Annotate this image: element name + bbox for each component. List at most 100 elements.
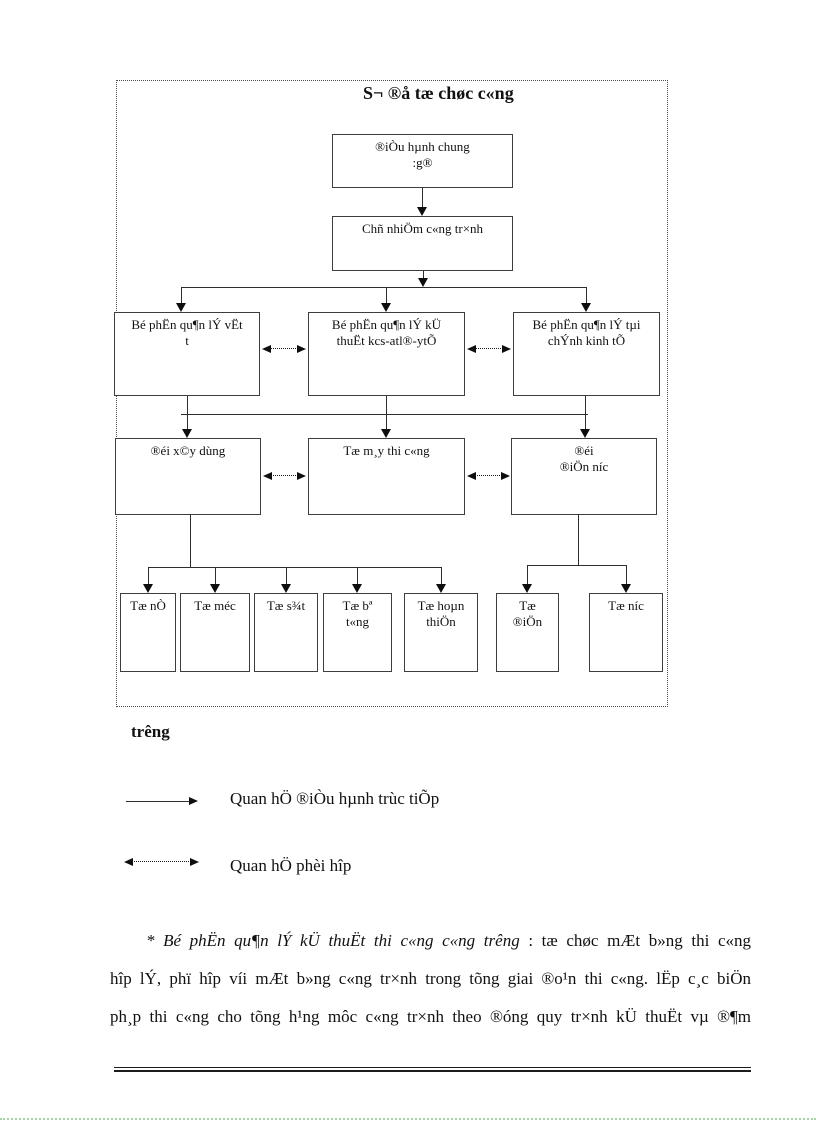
arrow-down-icon: [436, 584, 446, 593]
org-node-dept-finance: Bé phËn qu¶n lÝ tµi chÝnh kinh tÕ: [513, 312, 660, 396]
arrow-left-icon: [467, 345, 476, 353]
org-node-squad-water: Tæ níc: [589, 593, 663, 672]
arrow-down-icon: [143, 584, 153, 593]
arrow-right-icon: [502, 345, 511, 353]
arrow-right-icon: [297, 345, 306, 353]
connector-line: [585, 396, 586, 429]
node-label: Tæ nÒ: [130, 598, 166, 613]
arrow-down-icon: [417, 207, 427, 216]
org-node-project-manager: Chñ nhiÖm c«ng tr×nh: [332, 216, 513, 271]
connector-line: [386, 287, 387, 303]
node-label: Tæ: [519, 598, 536, 613]
arrow-down-icon: [381, 429, 391, 438]
org-node-dept-technical: Bé phËn qu¶n lÝ kÜ thuËt kcs-atl®-ytÕ: [308, 312, 465, 396]
paragraph-line: * Bé phËn qu¶n lÝ kÜ thuËt thi c«ng c«ng…: [110, 922, 751, 960]
node-label: Tæ hoµn: [417, 598, 465, 613]
node-label: Tæ m¸y thi c«ng: [343, 443, 430, 458]
arrow-down-icon: [621, 584, 631, 593]
legend-dashed-arrow-line: [132, 861, 191, 862]
dashed-connector-line: [270, 348, 298, 349]
legend-coordination-label: Quan hÖ phèi hîp: [230, 856, 352, 875]
arrow-down-icon: [522, 584, 532, 593]
connector-line: [423, 271, 424, 279]
arrow-down-icon: [352, 584, 362, 593]
node-label: Chñ nhiÖm c«ng tr×nh: [361, 221, 484, 236]
connector-line: [422, 188, 423, 208]
node-label: Bé phËn qu¶n lÝ tµi: [532, 317, 641, 332]
org-node-team-machinery: Tæ m¸y thi c«ng: [308, 438, 465, 515]
node-label: :g®: [412, 155, 433, 170]
arrow-down-icon: [581, 303, 591, 312]
arrow-left-icon: [262, 345, 271, 353]
connector-line: [586, 287, 587, 303]
node-label: ®iÒu hµnh chung: [375, 139, 470, 154]
arrow-right-icon: [189, 797, 198, 805]
legend-direct-label: Quan hÖ ®iÒu hµnh trùc tiÕp: [230, 789, 440, 808]
arrow-left-icon: [263, 472, 272, 480]
node-label: Tæ s¾t: [266, 598, 306, 613]
org-node-squad-steel: Tæ s¾t: [254, 593, 318, 672]
connector-line: [357, 567, 358, 584]
connector-line: [148, 567, 441, 568]
paragraph-regular-segment: : tæ chøc mÆt b»ng thi c«ng: [519, 931, 751, 950]
connector-line: [181, 287, 182, 303]
arrow-down-icon: [176, 303, 186, 312]
connector-line: [527, 565, 626, 566]
node-label: chÝnh kinh tÕ: [547, 333, 626, 348]
node-label: Bé phËn qu¶n lÝ vËt: [131, 317, 243, 332]
arrow-down-icon: [580, 429, 590, 438]
paragraph-line: ph¸p thi c«ng cho tõng h¹ng môc c«ng tr×…: [110, 1007, 751, 1026]
arrow-down-icon: [381, 303, 391, 312]
paragraph-italic-segment: * Bé phËn qu¶n lÝ kÜ thuËt thi c«ng c«ng…: [146, 931, 520, 950]
dashed-connector-line: [271, 475, 298, 476]
connector-line: [181, 287, 586, 288]
org-node-squad-concrete: Tæ bª t«ng: [323, 593, 392, 672]
org-node-team-construction: ®éi x©y dùng: [115, 438, 261, 515]
connector-line: [386, 396, 387, 429]
connector-line: [626, 565, 627, 584]
node-label: thuËt kcs-atl®-ytÕ: [336, 333, 437, 348]
page-break-marker: [0, 1118, 816, 1120]
org-node-general-director: ®iÒu hµnh chung :g®: [332, 134, 513, 188]
org-node-dept-materials: Bé phËn qu¶n lÝ vËt t: [114, 312, 260, 396]
connector-line: [286, 567, 287, 584]
arrow-down-icon: [281, 584, 291, 593]
arrow-down-icon: [182, 429, 192, 438]
paragraph-line: hîp lÝ, phï hîp víi mÆt b»ng c«ng tr×nh …: [110, 969, 751, 988]
connector-line: [527, 565, 528, 584]
connector-line: [441, 567, 442, 584]
arrow-right-icon: [501, 472, 510, 480]
node-label: ®éi: [574, 443, 594, 458]
connector-line: [187, 396, 188, 429]
node-label: ®iÖn níc: [559, 459, 609, 474]
arrow-down-icon: [418, 278, 428, 287]
node-label: Tæ níc: [608, 598, 644, 613]
connector-line: [190, 515, 191, 567]
node-label: Bé phËn qu¶n lÝ kÜ: [331, 317, 442, 332]
org-node-squad-finishing: Tæ hoµn thiÖn: [404, 593, 478, 672]
org-node-squad-electric: Tæ ®iÖn: [496, 593, 559, 672]
arrow-right-icon: [297, 472, 306, 480]
node-label: Tæ méc: [194, 598, 236, 613]
connector-line: [148, 567, 149, 584]
node-label: Tæ bª: [342, 598, 373, 613]
org-chart-title: S¬ ®å tæ chøc c«ng: [363, 83, 514, 103]
arrow-right-icon: [190, 858, 199, 866]
node-label: t«ng: [345, 614, 370, 629]
node-label: t: [185, 333, 189, 348]
node-label: ®iÖn: [512, 614, 543, 629]
org-node-squad-carpentry: Tæ méc: [180, 593, 250, 672]
node-label: ®éi x©y dùng: [150, 443, 226, 458]
body-paragraph: * Bé phËn qu¶n lÝ kÜ thuËt thi c«ng c«ng…: [110, 922, 751, 1036]
connector-tie-line: [181, 414, 588, 415]
arrow-down-icon: [210, 584, 220, 593]
caption-truong: trêng: [131, 722, 170, 741]
footer-rule-bottom: [114, 1070, 751, 1072]
node-label: thiÖn: [426, 614, 456, 629]
dashed-connector-line: [475, 475, 502, 476]
connector-line: [215, 567, 216, 584]
org-node-squad-masonry: Tæ nÒ: [120, 593, 176, 672]
footer-rule-top: [114, 1067, 751, 1068]
dashed-connector-line: [475, 348, 503, 349]
